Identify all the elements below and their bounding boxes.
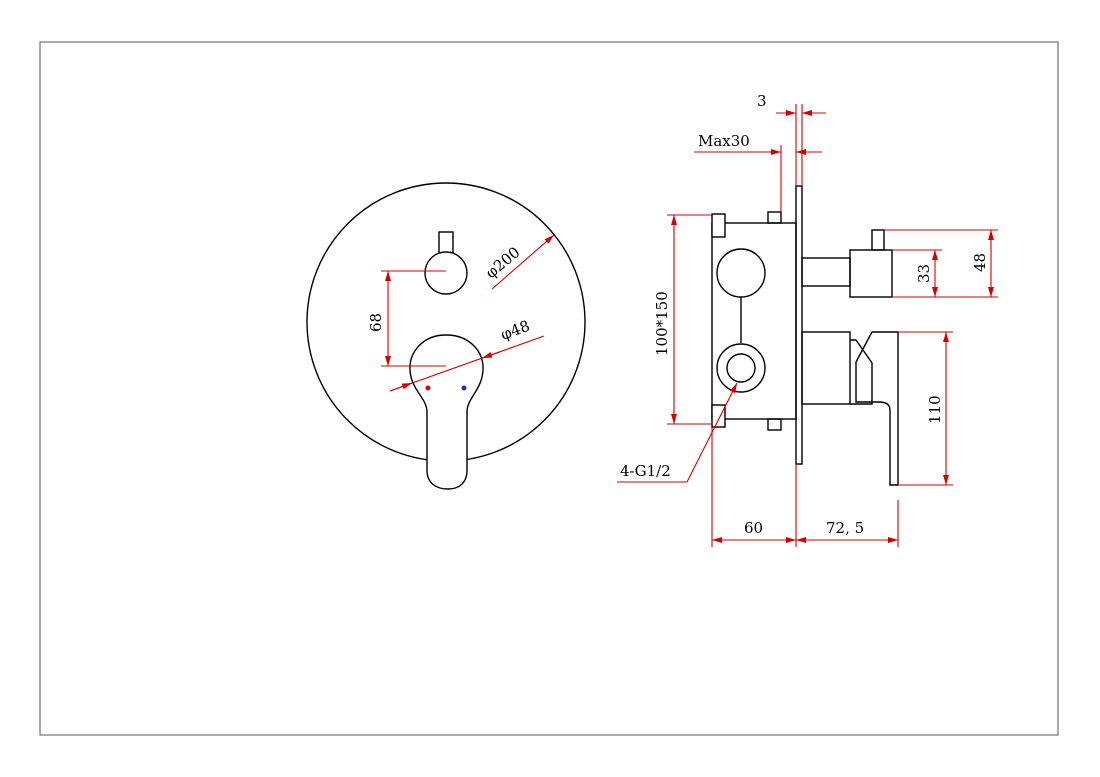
drawing-frame [39, 41, 1059, 736]
thread-label: 4-G1/2 [620, 462, 671, 480]
plate-diameter-label: φ200 [482, 243, 524, 282]
plate-thickness-label: 3 [757, 92, 767, 110]
handle-height-label: 110 [926, 395, 944, 424]
front-view: φ200 68 φ48 [306, 182, 586, 490]
knob-outer-label: 48 [971, 253, 989, 272]
side-view: 3 Max30 100*150 4-G1/2 60 72, 5 48 33 [617, 92, 998, 547]
plate-diameter-dim-line [491, 234, 555, 290]
handle-diameter-dim-line [389, 335, 545, 392]
mounting-tab-bottom-left [711, 404, 726, 428]
mounting-tab-bottom-right [767, 418, 782, 431]
box-depth-label: 60 [744, 519, 763, 537]
handle-diameter-arrow-b [481, 351, 501, 359]
upper-port [716, 248, 766, 298]
side-handle-neck [850, 339, 873, 405]
diverter-knob [424, 251, 468, 295]
side-handle-lever [855, 331, 899, 486]
side-cover-plate [795, 185, 803, 465]
knob-inner-label: 33 [915, 264, 933, 283]
handle-diameter-arrow-a [389, 382, 413, 392]
knob-spacing-label: 68 [367, 313, 385, 332]
body-height-label: 100*150 [653, 291, 671, 356]
handle-diameter-label: φ48 [498, 317, 532, 344]
side-knob-stem [871, 229, 885, 251]
lower-port-inner [726, 353, 756, 383]
side-handle-shaft [801, 331, 851, 405]
mounting-tab-top-right [767, 211, 782, 224]
mounting-tab-top-left [711, 213, 726, 238]
handle-projection-label: 72, 5 [826, 519, 864, 537]
max-depth-label: Max30 [698, 132, 750, 150]
valve-body-box [711, 222, 797, 420]
mixer-handle [409, 334, 484, 490]
lower-port-outer [716, 343, 766, 393]
hot-indicator-dot [425, 385, 431, 391]
side-knob-shaft [801, 257, 851, 287]
cold-indicator-dot [461, 385, 467, 391]
side-knob-body [849, 249, 893, 298]
